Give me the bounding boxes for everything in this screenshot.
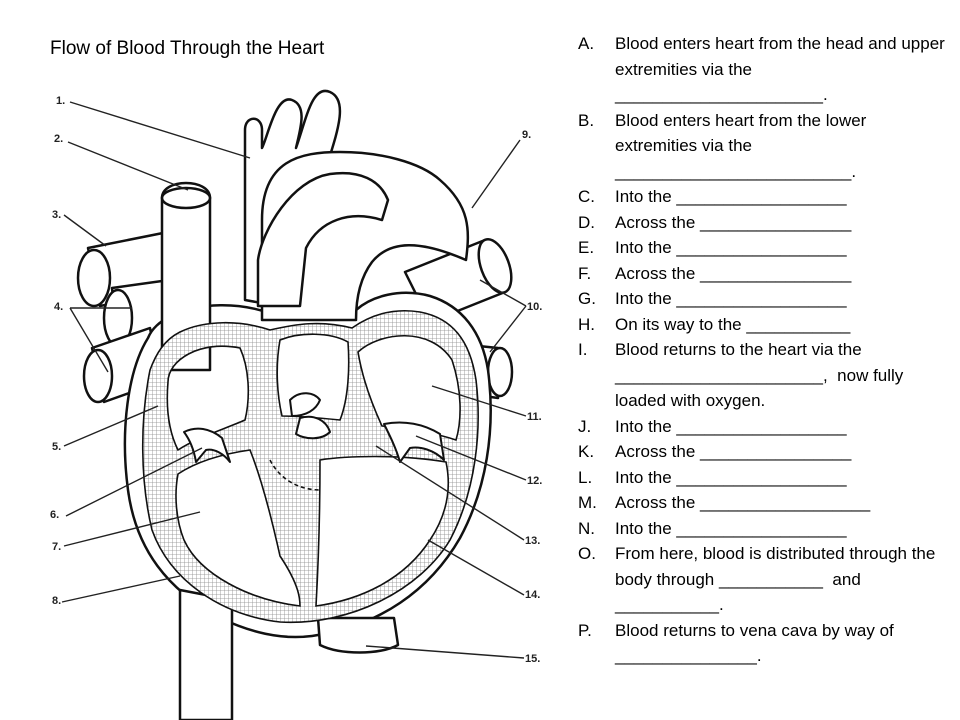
inferior-vena-cava [178,588,234,720]
step-item: C. Into the __________________ [578,184,948,210]
step-letter: B. [578,110,595,130]
diagram-label-15: 15. [525,653,540,665]
septum-dashed [269,459,321,491]
superior-vena-cava-top [160,186,212,210]
superior-vena-cava [160,181,212,372]
descending-aorta [316,616,400,654]
step-letter: N. [578,518,595,538]
diagram-label-8: 8. [52,595,61,607]
step-item: O. From here, blood is distributed throug… [578,541,948,618]
step-item: I. Blood returns to the heart via the ___… [578,337,948,414]
step-item: J. Into the __________________ [578,414,948,440]
diagram-label-10: 10. [527,301,542,313]
leader-line-3 [63,214,107,247]
step-text: On its way to the ___________ [615,314,851,334]
step-text: Into the __________________ [615,187,847,206]
step-text: Into the __________________ [615,238,847,257]
pulmonary-trunk [256,171,390,308]
leader-line-8 [61,575,181,603]
diagram-label-11: 11. [527,411,542,423]
step-text: Blood returns to vena cava by way of ___… [615,620,899,666]
diagram-label-6: 6. [50,509,59,521]
step-text: Into the __________________ [615,518,847,538]
leader-line-7 [63,511,201,547]
aortic-valve [295,415,331,440]
diagram-label-12: 12. [527,475,542,487]
step-letter: O. [578,544,596,563]
myocardium [141,309,479,624]
step-letter: L. [578,467,593,487]
pulmonary-vessel-opening [76,248,112,308]
step-item: A. Blood enters heart from the head and u… [578,31,948,108]
diagram-label-13: 13. [525,535,540,547]
leader-line-10a [479,279,527,307]
step-letter: D. [578,212,595,232]
leader-line-9 [471,139,521,209]
step-text: Blood enters heart from the head and upp… [615,34,950,104]
leader-line-10b [489,305,527,353]
step-letter: C. [578,187,595,206]
step-text: Blood enters heart from the lower extrem… [615,110,872,181]
step-item: K. Across the ________________ [578,439,948,465]
heart-diagram: 1. 2. 3. 4. 5. 6. 7. 8. 9. 10. 11. 12. 1… [50,89,542,720]
step-letter: F. [578,263,592,283]
diagram-label-7: 7. [52,541,61,553]
step-letter: I. [578,340,588,359]
mitral-valve [383,421,445,463]
tricuspid-valve [183,427,231,463]
leader-line-12 [415,435,527,481]
leader-line-1 [69,101,251,159]
step-item: H. On its way to the ___________ [578,312,948,338]
step-item: D. Across the ________________ [578,210,948,236]
step-text: Blood returns to the heart via the _____… [615,340,909,410]
leader-line-14 [427,539,525,596]
diagram-label-9: 9. [522,129,531,141]
step-item: P. Blood returns to vena cava by way of _… [578,618,948,669]
step-text: Across the ________________ [615,442,852,461]
step-letter: G. [578,289,596,308]
diagram-label-4: 4. [54,301,63,313]
steps-list: A. Blood enters heart from the head and u… [578,31,948,669]
step-item: F. Across the ________________ [578,261,948,287]
step-text: Across the ________________ [615,263,852,283]
step-item: E. Into the __________________ [578,235,948,261]
step-letter: E. [578,238,595,257]
pulmonary-vein-opening [82,348,114,404]
step-letter: A. [578,34,595,53]
step-letter: K. [578,442,595,461]
diagram-label-2: 2. [54,133,63,145]
leader-line-13 [375,445,525,541]
step-text: Across the ________________ [615,212,852,232]
step-letter: J. [578,416,592,436]
leader-line-11 [431,385,527,417]
step-item: L. Into the __________________ [578,465,948,491]
step-letter: H. [578,314,595,334]
diagram-label-14: 14. [525,589,540,601]
pulmonary-valve [289,392,321,417]
diagram-label-3: 3. [52,209,61,221]
diagram-label-5: 5. [52,441,61,453]
step-text: Across the __________________ [615,493,871,512]
page-title: Flow of Blood Through the Heart [50,38,325,59]
step-item: B. Blood enters heart from the lower extr… [578,108,948,185]
leader-line-2 [67,141,189,191]
step-text: Into the __________________ [615,467,847,487]
step-letter: M. [578,493,597,512]
step-letter: P. [578,620,592,640]
step-item: N. Into the __________________ [578,516,948,542]
leader-line-5 [63,405,159,447]
leader-line-6 [65,447,203,517]
step-text: Into the __________________ [615,416,847,436]
step-text: From here, blood is distributed through … [615,544,941,614]
diagram-label-1: 1. [56,95,65,107]
left-pulmonary-vein-opening [486,346,514,398]
left-pulmonary-opening [477,238,513,294]
step-item: M. Across the __________________ [578,490,948,516]
step-item: G. Into the __________________ [578,286,948,312]
leader-line-15 [365,645,525,659]
leader-line-4b [69,307,109,373]
step-text: Into the __________________ [615,289,847,308]
